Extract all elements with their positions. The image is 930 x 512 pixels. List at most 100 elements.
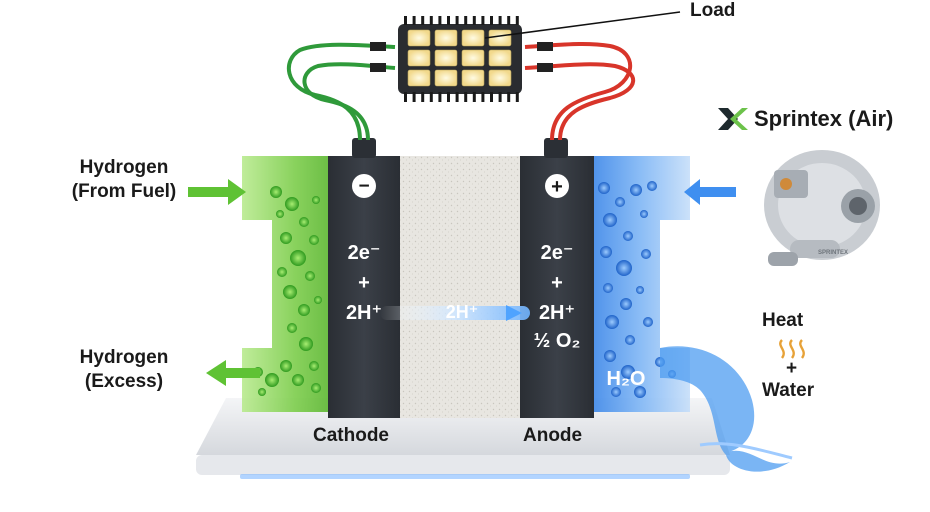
led-cell — [407, 69, 431, 87]
positive-terminal-icon — [545, 174, 569, 198]
cathode-terminal — [352, 138, 376, 158]
h2o-label: H₂O — [606, 368, 646, 390]
positive-wire-2 — [524, 62, 636, 141]
led-cell — [461, 29, 485, 47]
hydrogen-bubble — [280, 360, 292, 372]
oxygen-bubble — [643, 317, 653, 327]
oxygen-bubble — [623, 231, 633, 241]
chip-pin — [447, 92, 450, 102]
oxygen-bubble — [598, 182, 610, 194]
chip-pin — [429, 92, 433, 102]
cathode-stack-1: 2e⁻ — [347, 242, 381, 264]
hydrogen-from-fuel-label: Hydrogen (From Fuel) — [71, 157, 177, 202]
oxygen-bubbles — [598, 181, 676, 398]
hydrogen-bubble — [265, 373, 279, 387]
wire-connector — [537, 42, 553, 51]
led-cell — [407, 29, 431, 47]
chip-pin — [421, 92, 425, 102]
oxygen-bubble — [630, 184, 642, 196]
chip-pin — [464, 16, 468, 25]
proton-flow-label: 2H⁺ — [445, 302, 479, 322]
oxygen-bubble — [604, 350, 616, 362]
hydrogen-bubble — [283, 285, 297, 299]
hydrogen-outlet-arrow — [206, 360, 260, 386]
membrane — [398, 156, 522, 418]
chip-pin — [404, 92, 407, 102]
hydrogen-bubble — [290, 250, 306, 266]
cathode-stack-3: 2H⁺ — [345, 302, 383, 324]
oxygen-bubble — [600, 246, 612, 258]
chip-pin — [481, 16, 485, 25]
heat-label: Heat — [762, 310, 804, 331]
minus-sign: − — [358, 176, 369, 197]
chip-pin — [507, 16, 511, 25]
load-label: Load — [690, 0, 736, 21]
chip-pin — [412, 16, 416, 25]
oxygen-bubble — [636, 286, 644, 294]
hydrogen-bubble — [312, 196, 320, 204]
hydrogen-bubble — [276, 210, 284, 218]
chip-pin — [455, 92, 459, 102]
oxygen-bubble — [625, 335, 635, 345]
wire-connector — [370, 42, 386, 51]
chip-pin — [447, 16, 450, 25]
led-cell — [407, 49, 431, 67]
chip-pin — [498, 16, 502, 25]
oxygen-bubble — [603, 213, 617, 227]
proton-flow-arrow — [506, 305, 522, 321]
hydrogen-bubble — [298, 304, 310, 316]
oxygen-bubble — [611, 387, 621, 397]
load-pointer-line — [484, 11, 681, 39]
led-cell — [434, 29, 458, 47]
chip-pin — [472, 16, 476, 25]
blower-brand-text: SPRINTEX — [818, 250, 848, 256]
hydrogen-inlet-arrow — [188, 179, 246, 205]
hydrogen-bubble — [311, 383, 321, 393]
cathode-label: Cathode — [313, 425, 389, 446]
proton-flow-glow — [380, 306, 530, 320]
anode-label: Anode — [523, 425, 583, 446]
chip-pin — [455, 16, 459, 25]
air-inlet-arrow — [684, 179, 736, 205]
negative-terminal-icon — [352, 174, 376, 198]
anode-stack-3: 2H⁺ — [538, 302, 576, 324]
negative-wire — [286, 42, 396, 141]
chip-pin — [481, 92, 485, 102]
chip-pin — [412, 92, 416, 102]
oxygen-bubble — [621, 365, 635, 379]
chip-pin — [438, 16, 442, 25]
cathode-electrode — [328, 156, 400, 418]
hydrogen-bubble — [270, 186, 282, 198]
water-label: Water — [762, 380, 815, 401]
cathode-stack-2: + — [358, 272, 370, 294]
led-cell — [434, 49, 458, 67]
hydrogen-bubble — [258, 388, 266, 396]
heat-water-plus: + — [786, 358, 798, 379]
anode-terminal — [544, 138, 568, 158]
chip-pin — [472, 92, 476, 102]
anode-stack-4: ½ O₂ — [533, 330, 581, 352]
led-cell — [461, 49, 485, 67]
hydrogen-bubble — [299, 217, 309, 227]
sprintex-air-label: Sprintex (Air) — [754, 106, 894, 131]
chip-pin — [490, 92, 493, 102]
chip-pin — [515, 16, 519, 25]
chip-pin — [429, 16, 433, 25]
led-cell — [488, 69, 512, 87]
chip-pin — [404, 16, 407, 25]
oxygen-bubble — [605, 315, 619, 329]
hydrogen-bubble — [292, 374, 304, 386]
chip-pin — [515, 92, 519, 102]
oxygen-bubble — [616, 260, 632, 276]
oxygen-bubble — [634, 386, 646, 398]
hydrogen-bubble — [309, 235, 319, 245]
wire-connector — [370, 63, 386, 72]
chip-pin — [498, 92, 502, 102]
hydrogen-bubble — [314, 296, 322, 304]
oxygen-bubble — [640, 210, 648, 218]
hydrogen-bubbles — [253, 186, 322, 396]
chip-pin — [490, 16, 493, 25]
led-cell — [461, 69, 485, 87]
